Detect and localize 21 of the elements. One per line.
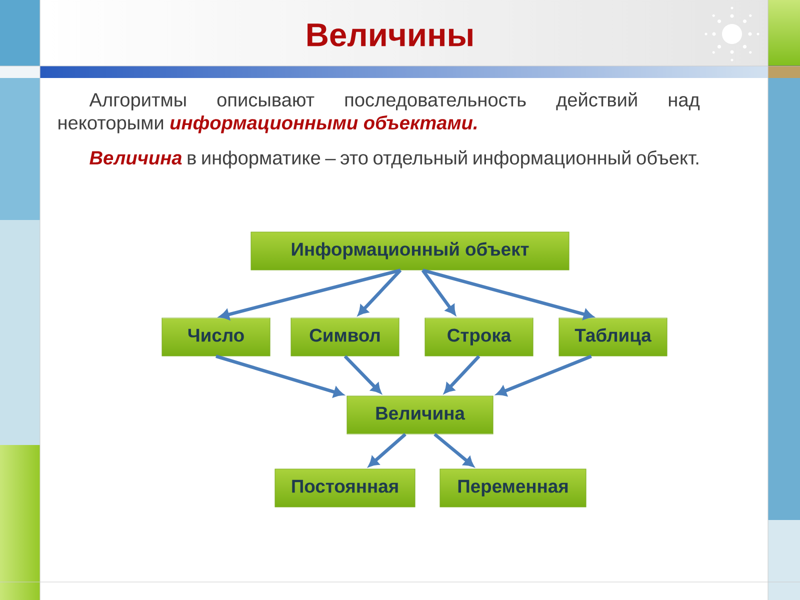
arrow [216, 354, 344, 398]
arrow [434, 432, 474, 467]
process-box: Постоянная [274, 468, 416, 508]
paragraph: Величина в информатике – это отдельный информационный объект. [90, 150, 698, 168]
arrow [368, 433, 406, 467]
arrow [422, 268, 594, 320]
process-box: Переменная [440, 468, 586, 508]
arrow [219, 268, 401, 320]
process-box: Информационный объект [250, 232, 570, 270]
title: Величины [308, 24, 472, 46]
process-box: Строка [424, 318, 534, 356]
process-box: Символ [290, 318, 400, 356]
process-box: Число [162, 318, 270, 356]
arrow [444, 355, 480, 394]
process-box: Величина [346, 396, 494, 434]
arrow [496, 354, 592, 396]
arrow [344, 355, 382, 394]
arrow [421, 269, 456, 316]
process-box: Таблица [558, 318, 668, 356]
paragraph: Алгоритмы описывают последовательность действий над некоторыми информационными объектами. [58, 92, 700, 134]
arrow [358, 269, 402, 316]
